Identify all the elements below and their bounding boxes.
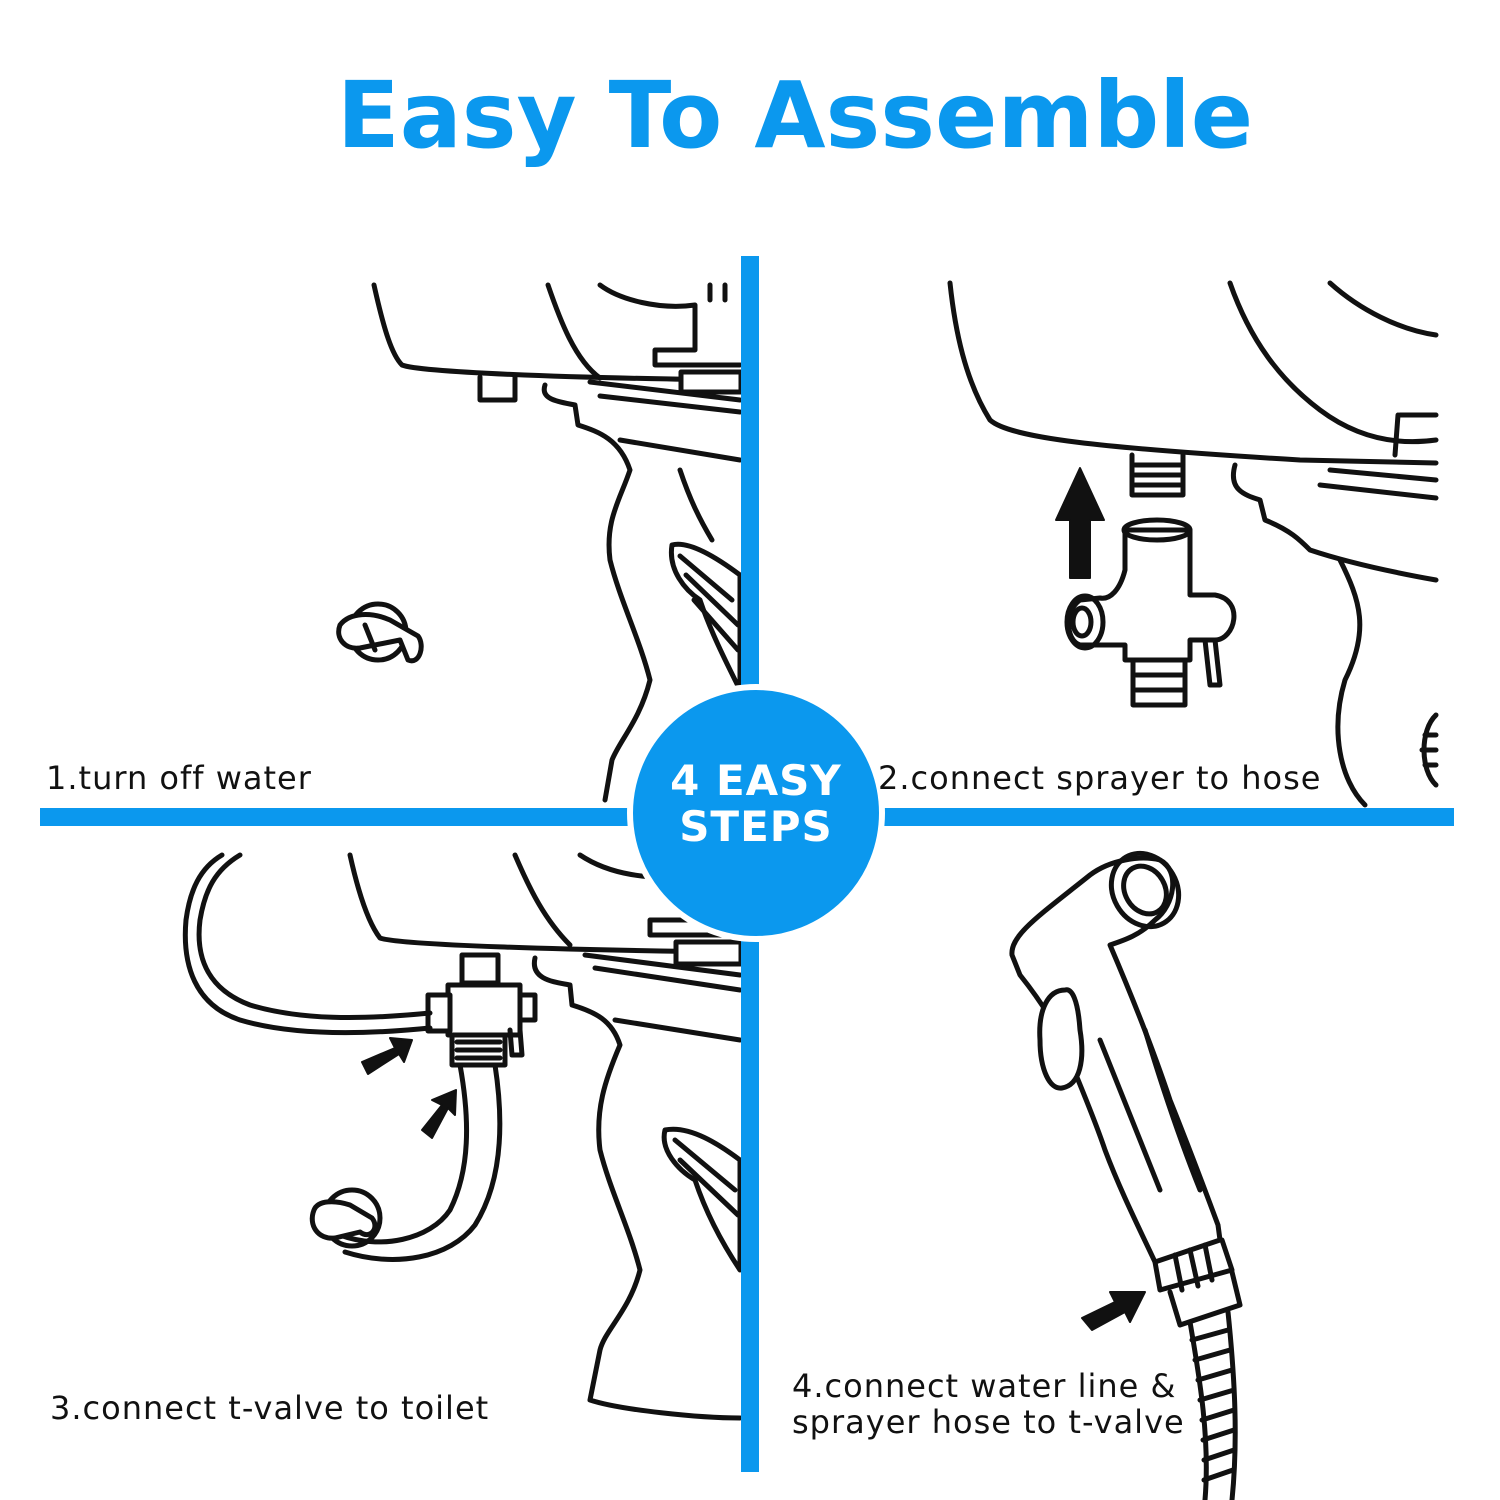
panel3-installed-drawing (182, 852, 744, 1421)
panel4-sprayer-drawing (1009, 850, 1243, 1500)
steps-badge (627, 684, 885, 942)
panel1-toilet-drawing (336, 282, 744, 803)
step4-label-line2: sprayer hose to t-valve (792, 1403, 1185, 1441)
arrow-icon (361, 1037, 413, 1075)
arrow-icon (421, 1089, 457, 1139)
arrow-icon (1081, 1291, 1146, 1331)
steps-badge-text: 4 EASY STEPS (633, 758, 879, 850)
step3-label: 3.connect t-valve to toilet (50, 1389, 490, 1427)
badge-line1: 4 EASY (670, 756, 842, 805)
step4-label-line1: 4.connect water line & (792, 1367, 1177, 1405)
step2-label: 2.connect sprayer to hose (878, 759, 1322, 797)
page-title: Easy To Assemble (336, 62, 1254, 169)
badge-line2: STEPS (679, 802, 833, 851)
step1-label: 1.turn off water (46, 759, 312, 797)
panel2-tvalve-drawing (947, 280, 1439, 808)
up-arrow-icon (1055, 467, 1105, 579)
step4-label: 4.connect water line & sprayer hose to t… (792, 1368, 1185, 1440)
